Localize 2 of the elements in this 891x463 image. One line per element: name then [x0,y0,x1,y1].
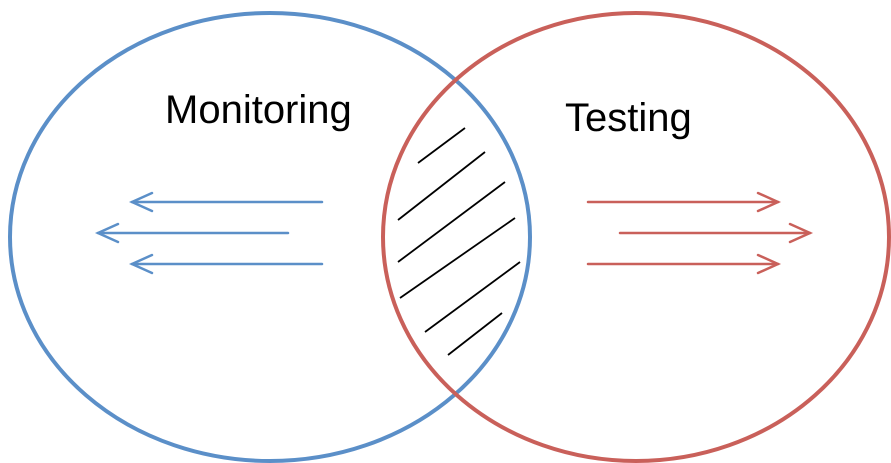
set-label: Monitoring [165,88,352,132]
set-label: Testing [565,96,692,140]
